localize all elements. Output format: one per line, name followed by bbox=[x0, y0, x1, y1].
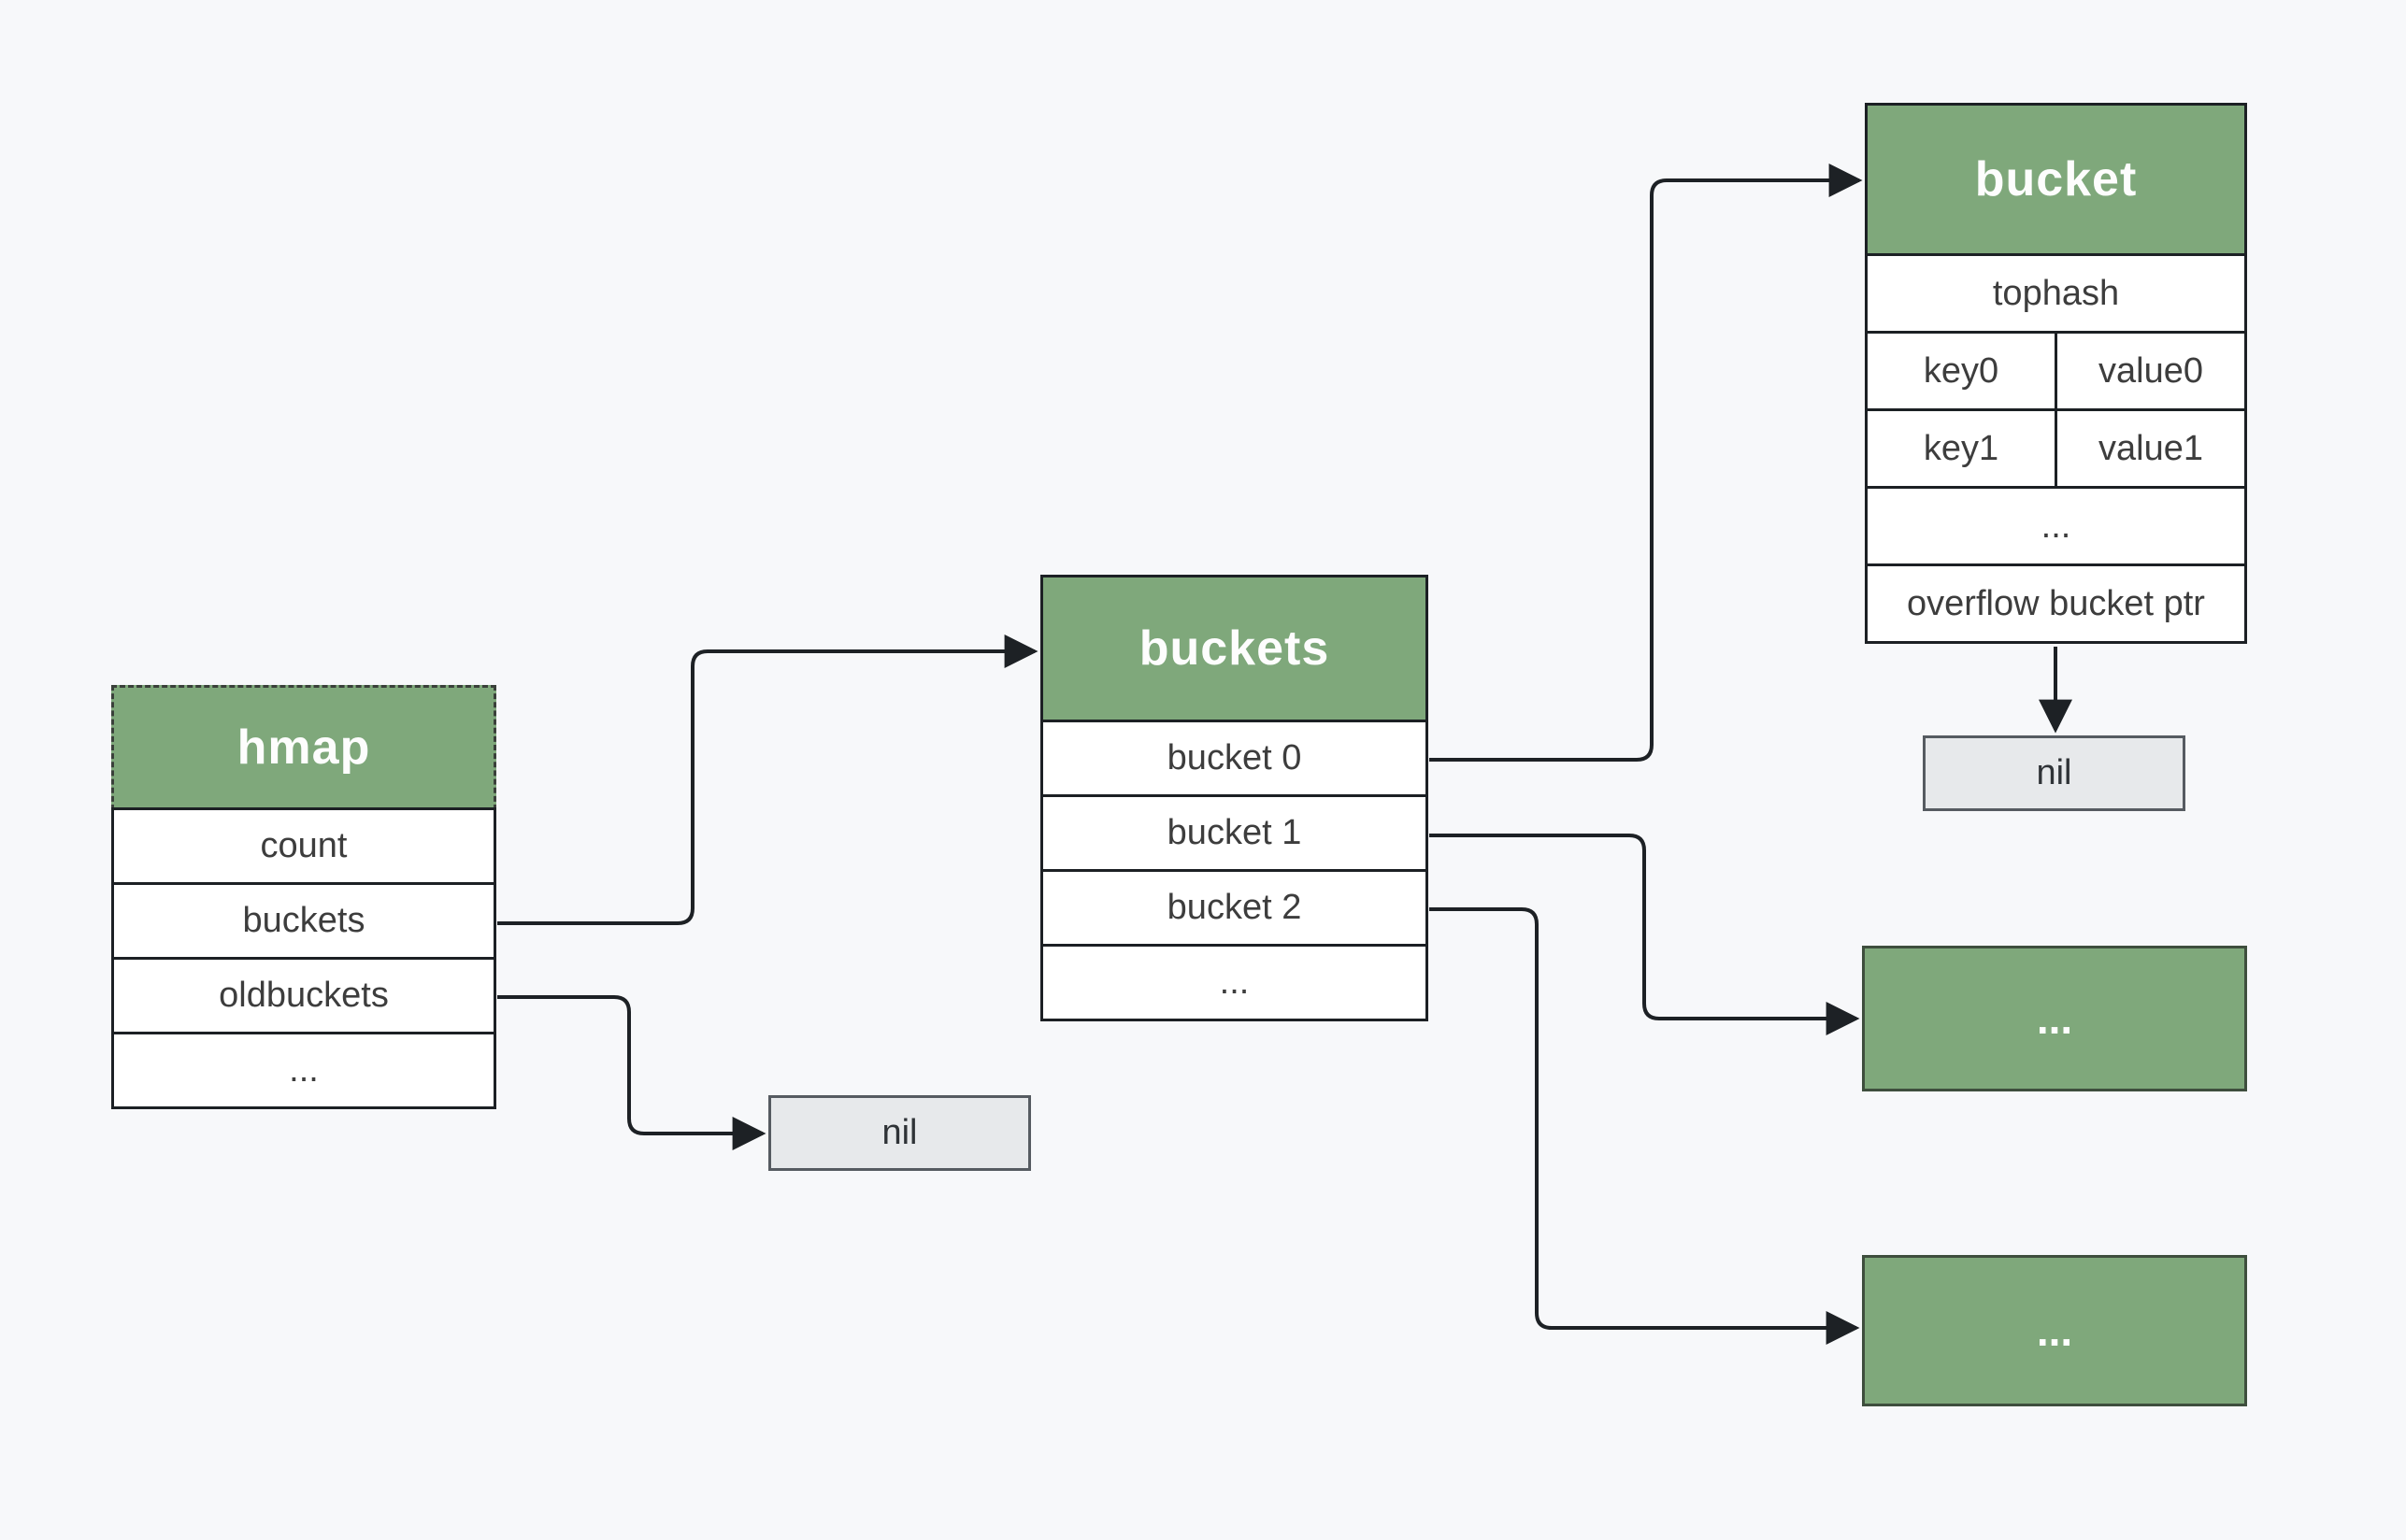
bucket-row-tophash: tophash bbox=[1865, 253, 2247, 334]
buckets-row-ellipsis: ... bbox=[1040, 944, 1428, 1021]
hmap-header: hmap bbox=[111, 685, 496, 810]
bucket-cell-key0: key0 bbox=[1865, 331, 2057, 411]
bucket-row-overflow-ptr: overflow bucket ptr bbox=[1865, 563, 2247, 644]
oldbuckets-nil-box: nil bbox=[768, 1095, 1031, 1171]
node-bucket: bucket tophash key0 value0 key1 value1 .… bbox=[1865, 103, 2247, 644]
more-bucket-box-2: ... bbox=[1862, 1255, 2247, 1406]
arrow-bucket0-to-bucket bbox=[1429, 164, 1863, 762]
hmap-row-oldbuckets: oldbuckets bbox=[111, 957, 496, 1034]
bucket-row-ellipsis: ... bbox=[1865, 486, 2247, 566]
bucket-cell-value0: value0 bbox=[2055, 331, 2247, 411]
hmap-row-buckets: buckets bbox=[111, 882, 496, 960]
bucket-header: bucket bbox=[1865, 103, 2247, 256]
bucket-cell-value1: value1 bbox=[2055, 408, 2247, 489]
arrow-bucket2-to-more-bucket-2 bbox=[1429, 907, 1860, 1345]
bucket-row-kv0: key0 value0 bbox=[1865, 331, 2247, 411]
arrow-hmap-oldbuckets-to-nil bbox=[497, 995, 766, 1150]
buckets-row-0: bucket 0 bbox=[1040, 720, 1428, 797]
node-buckets: buckets bucket 0 bucket 1 bucket 2 ... bbox=[1040, 575, 1428, 1021]
buckets-row-1: bucket 1 bbox=[1040, 794, 1428, 872]
more-bucket-box-1: ... bbox=[1862, 946, 2247, 1091]
buckets-row-2: bucket 2 bbox=[1040, 869, 1428, 947]
hmap-row-ellipsis: ... bbox=[111, 1032, 496, 1109]
arrow-hmap-buckets-to-buckets bbox=[497, 635, 1038, 925]
bucket-row-kv1: key1 value1 bbox=[1865, 408, 2247, 489]
overflow-nil-box: nil bbox=[1923, 735, 2185, 811]
bucket-cell-key1: key1 bbox=[1865, 408, 2057, 489]
node-hmap: hmap count buckets oldbuckets ... bbox=[111, 685, 496, 1109]
hmap-row-count: count bbox=[111, 807, 496, 885]
arrow-bucket1-to-more-bucket-1 bbox=[1429, 834, 1860, 1035]
buckets-header: buckets bbox=[1040, 575, 1428, 722]
